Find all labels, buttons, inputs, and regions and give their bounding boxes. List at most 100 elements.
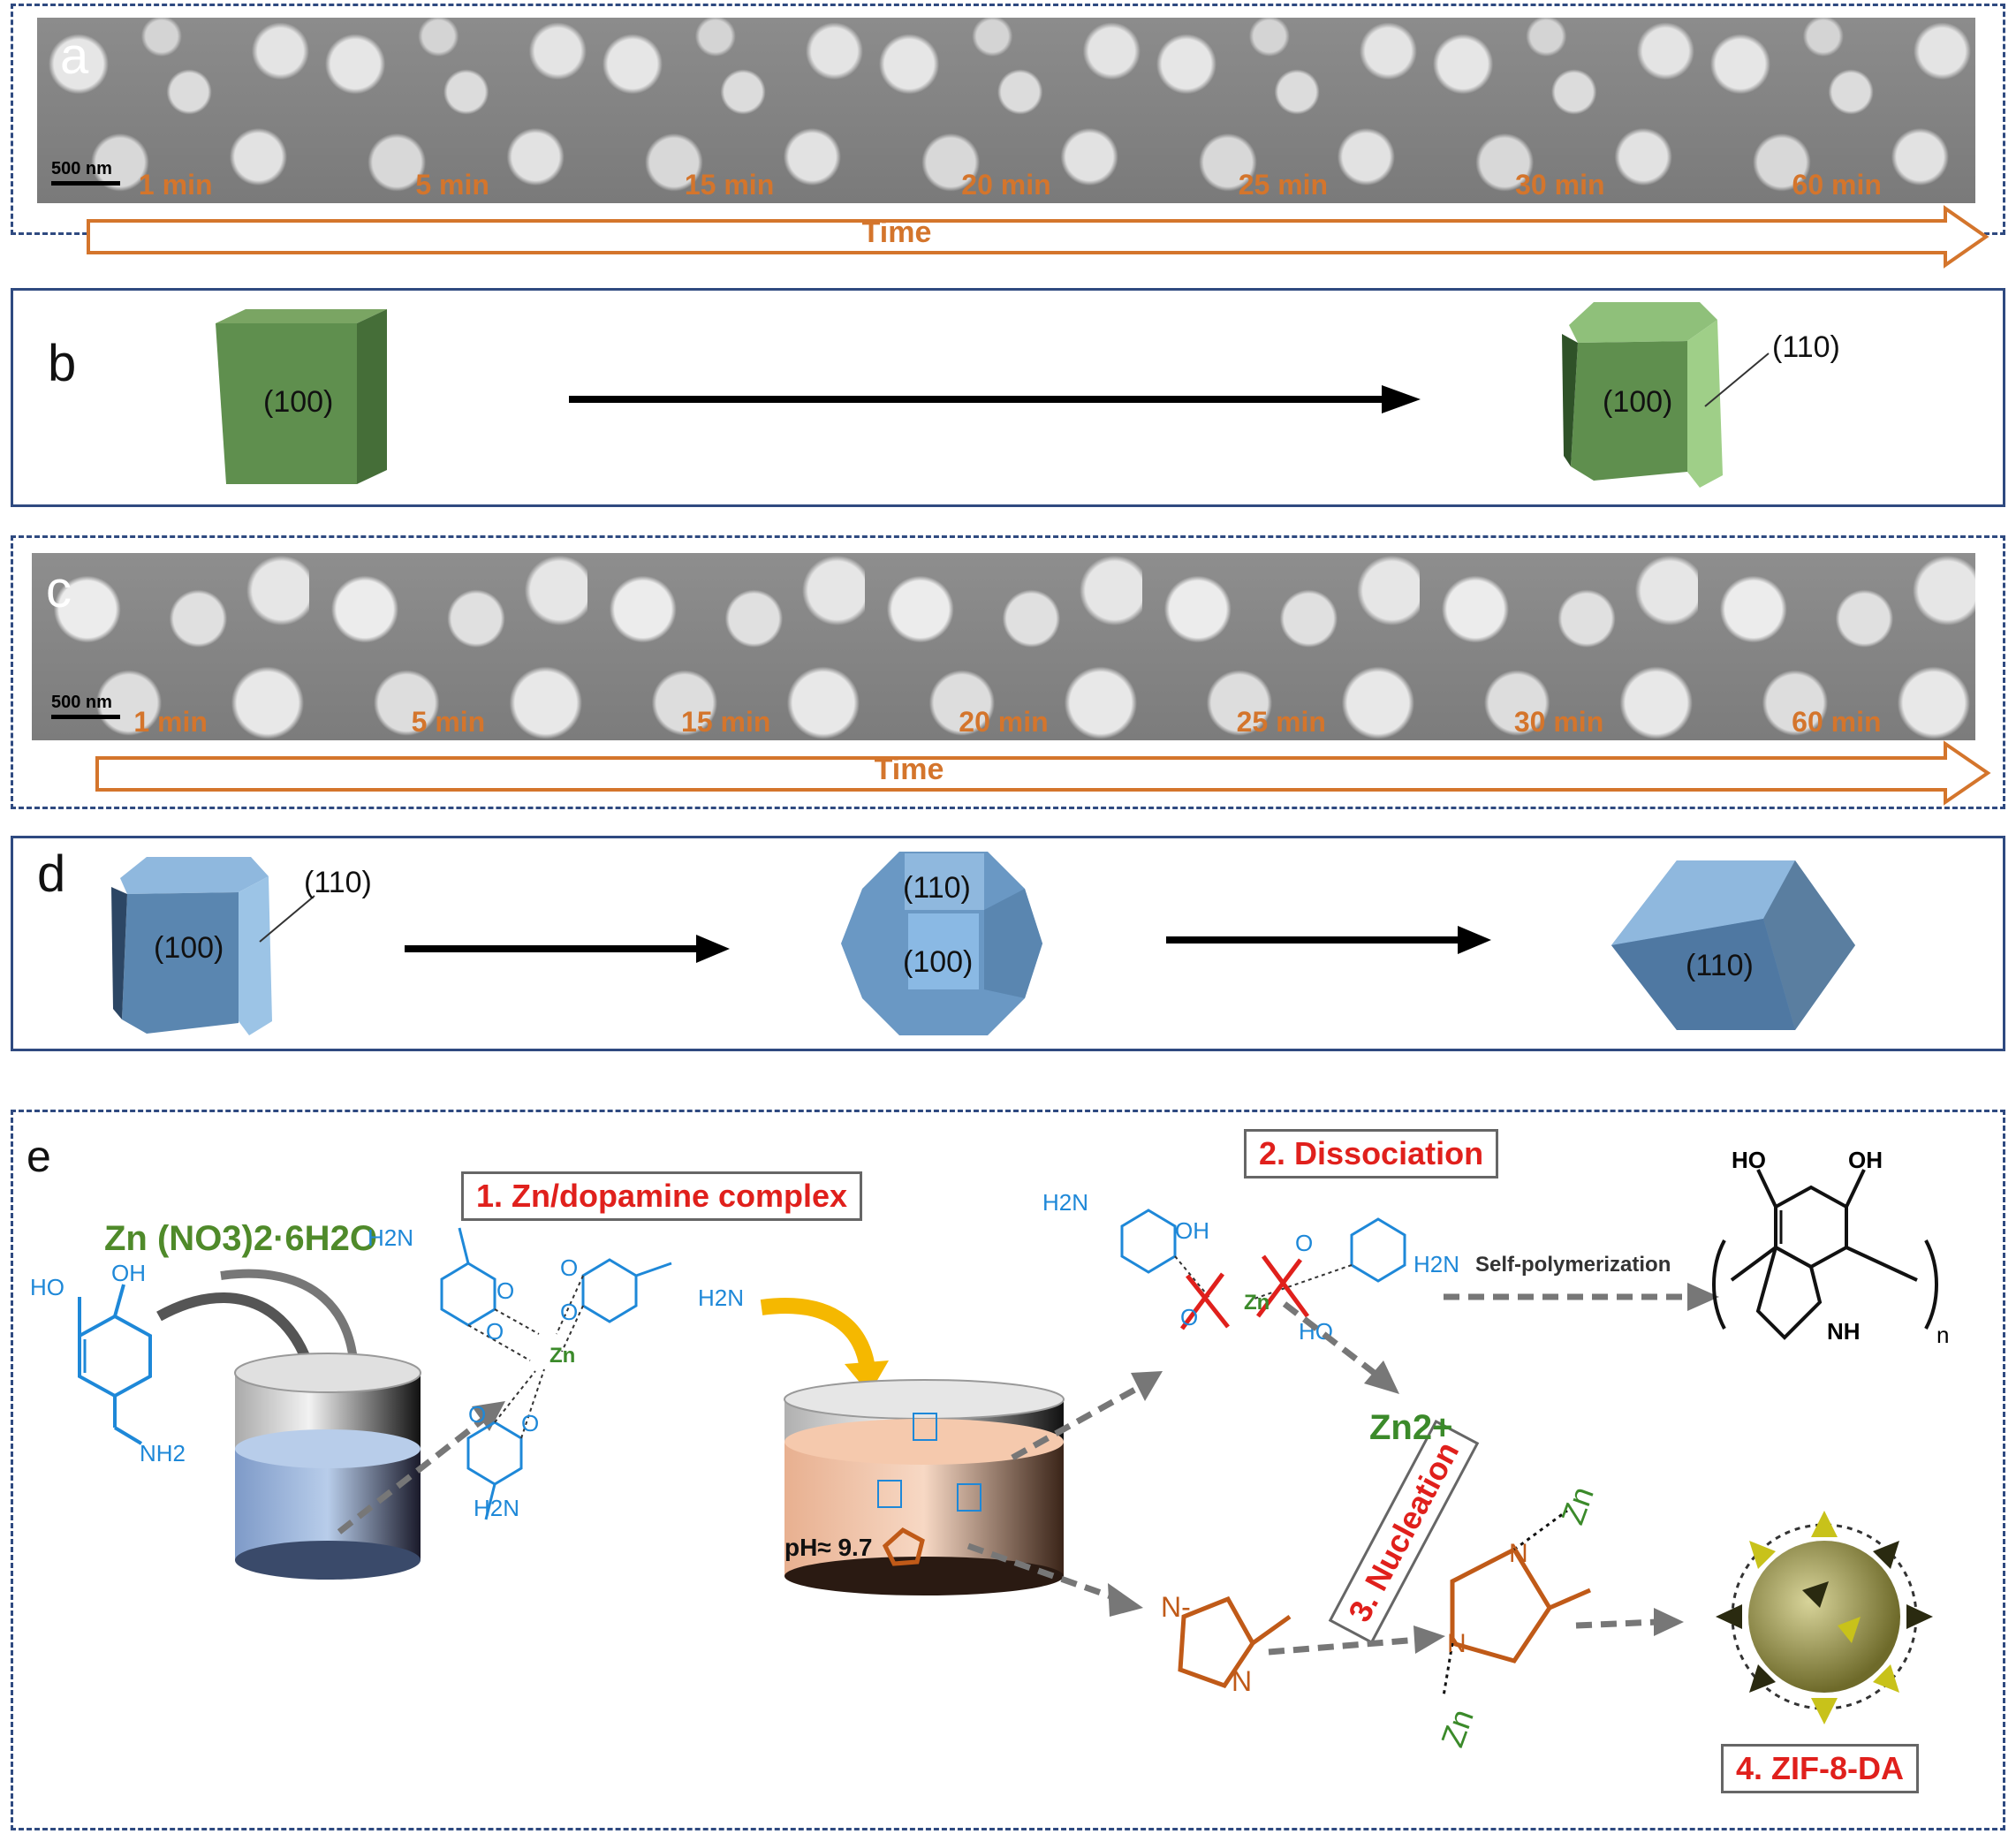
zn-imidazolate: N N Zn Zn [1434, 1484, 1601, 1752]
zn-dopamine-complex: Zn O O O O O O H2N H2N H2N [368, 1224, 744, 1521]
leader-line [1704, 352, 1770, 407]
sem-image: 20 min [864, 553, 1143, 740]
o-text: O [1295, 1230, 1313, 1256]
sem-image: 60 min [1698, 18, 1975, 203]
sem-strip-a: 1 min 5 min 15 min 20 min 25 min 30 min … [37, 18, 1975, 203]
yellow-arrow [760, 1298, 889, 1394]
time-label: 5 min [411, 706, 486, 738]
ph-label: pH≈ 9.7 [784, 1534, 873, 1561]
o-text: O [560, 1299, 578, 1325]
zn-text: Zn [549, 1344, 575, 1368]
face-label-100: (100) [154, 931, 224, 965]
green-cube [216, 309, 387, 484]
sem-image: 20 min [868, 18, 1145, 203]
blue-rhombic-dodecahedron [1611, 860, 1855, 1030]
panel-b [11, 288, 2005, 507]
panel-c [11, 535, 2005, 809]
scale-bar: 500 nm [51, 159, 120, 186]
oh-text: OH [111, 1260, 146, 1286]
dopamine-molecule: HO OH NH2 [30, 1260, 186, 1466]
dashed-arrow [337, 1401, 505, 1535]
time-label: 20 min [961, 169, 1051, 201]
imidazolate: N- N [1161, 1591, 1292, 1697]
time-axis-label: Time [861, 216, 932, 249]
o-text: O [486, 1318, 504, 1345]
sem-image: 15 min [590, 18, 868, 203]
panel-label-b: b [48, 335, 77, 392]
face-label-110: (110) [903, 871, 971, 905]
sem-image: 25 min [1142, 553, 1421, 740]
time-axis-label: Time [874, 753, 944, 786]
h2n-text: H2N [1413, 1251, 1459, 1277]
face-label-100: (100) [903, 945, 974, 979]
reaction-arrow [1166, 926, 1491, 954]
n-text: N [1447, 1629, 1467, 1658]
dashed-arrow [1268, 1626, 1445, 1656]
dashed-arrow [1282, 1301, 1399, 1394]
time-label: 5 min [415, 169, 489, 201]
sem-image: 30 min [1420, 553, 1698, 740]
h2n-text: H2N [368, 1224, 413, 1251]
n-text: N [1509, 1539, 1528, 1568]
panel-d [11, 836, 2005, 1051]
panel-label-e: e [27, 1132, 51, 1181]
scale-text: 500 nm [51, 159, 112, 178]
face-label-100: (100) [1603, 385, 1673, 419]
sem-image: 5 min [309, 553, 587, 740]
o-text: O [521, 1410, 539, 1436]
dashed-arrow [966, 1542, 1143, 1617]
step2-box: 2. Dissociation [1244, 1129, 1499, 1178]
time-label: 25 min [1238, 169, 1329, 201]
zn-text: Zn [1244, 1291, 1269, 1315]
zn-text: Zn [1434, 1704, 1481, 1752]
reagent-label: Zn (NO3)2·6H2O [104, 1219, 377, 1259]
oh-text: OH [1175, 1217, 1209, 1244]
scale-bar: 500 nm [51, 693, 120, 719]
time-label: 25 min [1236, 706, 1326, 738]
panel-label-c: c [46, 561, 72, 618]
sem-image: 25 min [1144, 18, 1422, 203]
zn-ion-label: Zn2+ [1369, 1408, 1453, 1447]
o-text: O [560, 1254, 578, 1281]
beaker-2 [784, 1379, 1065, 1595]
time-label: 15 min [681, 706, 771, 738]
self-poly-label: Self-polymerization [1475, 1253, 1671, 1277]
dashed-arrow [1575, 1608, 1684, 1636]
leader-line [259, 895, 315, 943]
zif8-framework [1716, 1511, 1933, 1724]
sem-image: 5 min [314, 18, 591, 203]
sem-image: 60 min [1697, 553, 1975, 740]
blue-truncated-cube [111, 857, 272, 1035]
sem-image: 30 min [1421, 18, 1699, 203]
blue-truncated-octahedron [841, 852, 1042, 1035]
n-minus-text: N- [1161, 1591, 1191, 1623]
time-label: 20 min [959, 706, 1049, 738]
n-text: N [1232, 1665, 1252, 1697]
o-text: O [1180, 1304, 1198, 1330]
time-label: 1 min [138, 169, 213, 201]
time-arrow-c [95, 740, 1991, 806]
face-label-100: (100) [263, 385, 334, 419]
oh-text: OH [1848, 1147, 1883, 1173]
h2n-text: H2N [698, 1285, 744, 1311]
step1-box: 1. Zn/dopamine complex [461, 1171, 863, 1221]
dissociated-complex: Zn H2N OH O O HO H2N [1042, 1189, 1459, 1345]
face-label-110: (110) [1772, 330, 1840, 364]
ho-text: HO [1732, 1147, 1766, 1173]
sem-image: 15 min [587, 553, 865, 740]
panel-label-d: d [37, 845, 66, 903]
nh2-text: NH2 [140, 1440, 186, 1466]
ho-text: HO [30, 1274, 64, 1300]
zn-text: Zn [1554, 1484, 1601, 1529]
h2n-text: H2N [474, 1495, 519, 1521]
panel-label-a: a [60, 27, 89, 85]
o-text: O [468, 1401, 486, 1428]
beaker-1 [234, 1353, 421, 1580]
polydopamine-structure: HO OH NH n [1712, 1147, 1949, 1348]
face-label-110: (110) [304, 866, 372, 899]
panel-e [11, 1110, 2005, 1830]
green-truncated-cube [1562, 302, 1723, 488]
time-label: 30 min [1513, 706, 1604, 738]
o-text: O [496, 1277, 514, 1304]
n-text: n [1936, 1322, 1949, 1348]
